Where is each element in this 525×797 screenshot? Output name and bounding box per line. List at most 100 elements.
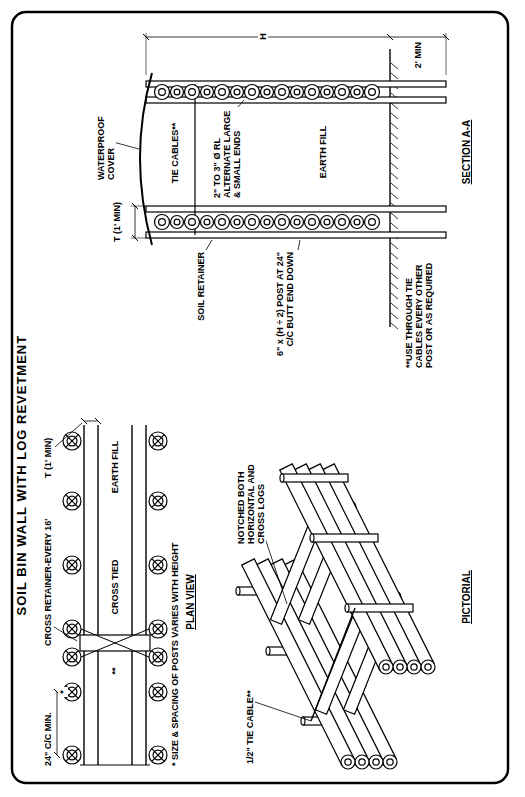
post [347, 604, 413, 612]
log-end [261, 86, 274, 99]
ground-hatch [391, 313, 398, 319]
note-marker: * [58, 687, 68, 697]
dimension-line [146, 37, 390, 38]
note-label: NOTCHED BOTH HORIZONTAL AND CROSS LOGS [236, 445, 266, 545]
leader-line [298, 240, 300, 250]
note-label: **USE THROUGH TIE CABLES EVERY OTHER POS… [404, 253, 434, 369]
ground-hatch [391, 133, 398, 139]
log [294, 464, 407, 674]
post-symbol [63, 620, 81, 638]
leader-line [206, 240, 212, 250]
part-label: 1/2" TIE CABLE** [245, 670, 255, 765]
leader-line [238, 100, 244, 107]
dimension-label: H [258, 30, 268, 43]
ground-line [389, 49, 390, 327]
dimension-label: T (1' MIN) [43, 417, 53, 479]
leader-line [255, 702, 311, 721]
ground-hatch [391, 213, 398, 219]
post-symbol [63, 648, 81, 666]
log-end [335, 215, 350, 230]
leader-line [55, 423, 82, 447]
ground-hatch [391, 273, 398, 279]
ground-hatch [391, 123, 398, 129]
log-end [155, 85, 170, 100]
log [308, 464, 421, 674]
log-end [365, 215, 380, 230]
view-title: PLAN VIEW [186, 567, 196, 637]
ground-hatch [391, 183, 398, 189]
log-end [171, 86, 184, 99]
view-title: PICTORIAL [462, 557, 472, 637]
wall-line [131, 425, 132, 765]
waterproof-cover [140, 73, 152, 245]
fill-label: EARTH FILL [318, 107, 328, 197]
log-end [231, 86, 244, 99]
log-end [365, 85, 380, 100]
ground-hatch [391, 223, 398, 229]
note-label: 2" TO 3" Ø RL ALTERNATE LARGE & SMALL EN… [212, 107, 242, 199]
post-symbol [149, 648, 167, 666]
ground-hatch [391, 283, 398, 289]
leader-line [54, 627, 77, 641]
wall-line [97, 425, 98, 765]
post [146, 206, 446, 212]
log-end [351, 86, 364, 99]
page-border [12, 12, 508, 783]
part-label: TIE CABLES** [170, 107, 180, 199]
wall-line [145, 425, 146, 765]
post-symbol [149, 620, 167, 638]
ground-hatch [391, 243, 398, 249]
extension-line [446, 33, 447, 75]
dimension-tick [143, 34, 149, 40]
log-end [291, 216, 304, 229]
log-end [215, 85, 230, 100]
note-label: * SIZE & SPACING OF POSTS VARIES WITH HE… [170, 497, 180, 767]
post-symbol [63, 432, 81, 450]
log-end [275, 85, 290, 100]
dimension-line [57, 692, 58, 755]
ground-hatch [391, 143, 398, 149]
ground-hatch [391, 103, 398, 109]
tie-cable [311, 608, 355, 721]
log-end [305, 215, 320, 230]
ground-hatch [391, 163, 398, 169]
post-symbol [149, 683, 167, 701]
note-label: CROSS TIED [110, 557, 120, 617]
fill-label: EARTH FILL [110, 437, 120, 497]
post-symbol [149, 492, 167, 510]
drawing-title: SOIL BIN WALL WITH LOG REVETMENT [14, 335, 29, 616]
ground-hatch [391, 73, 398, 79]
log-end [291, 86, 304, 99]
post [312, 534, 378, 542]
dimension-label: 2' MIN [413, 41, 423, 77]
wall-line [83, 425, 84, 765]
dimension-label: 24" C/C MIN. [43, 687, 53, 767]
note-marker: ** [110, 663, 120, 679]
extension-line [131, 238, 146, 239]
break-line [80, 765, 150, 766]
extension-line [146, 33, 147, 75]
post-symbol [63, 746, 81, 764]
dimension-tick [95, 418, 101, 424]
ground-hatch [391, 303, 398, 309]
log-end [321, 86, 334, 99]
ground-hatch [391, 293, 398, 299]
ground-hatch [391, 253, 398, 259]
note-label: 6" x (H ÷ 2) POST AT 24" C/C BUTT END DO… [275, 251, 295, 357]
post [146, 232, 446, 238]
note-label: CROSS RETAINER-EVERY 16' [43, 517, 53, 647]
log-end [335, 85, 350, 100]
dimension-tick [54, 752, 60, 758]
part-label: SOIL RETAINER [196, 251, 206, 327]
log-end [215, 215, 230, 230]
ground-hatch [391, 113, 398, 119]
ground-hatch [391, 173, 398, 179]
tie-cable [81, 629, 149, 657]
dimension-line [84, 421, 98, 422]
ground-hatch [391, 263, 398, 269]
log-end [185, 85, 200, 100]
ground-hatch [391, 153, 398, 159]
leader-line [113, 142, 139, 149]
log-end [261, 216, 274, 229]
log-end [351, 216, 364, 229]
